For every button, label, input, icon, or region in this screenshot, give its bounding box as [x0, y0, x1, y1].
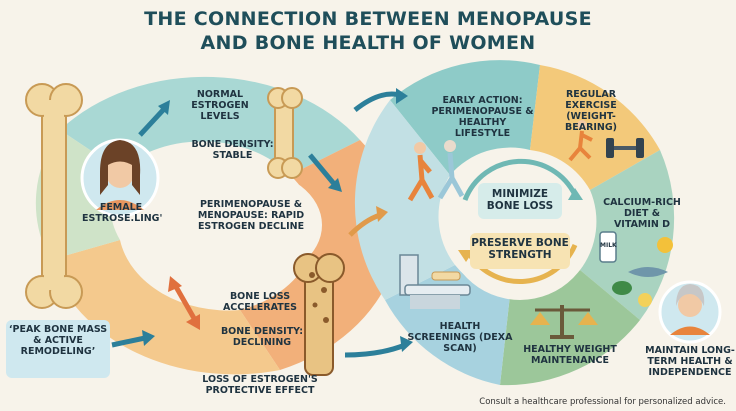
density-stable-label: BONE DENSITY: STABLE [191, 139, 274, 161]
healthy-weight-label: HEALTHY WEIGHT MAINTENANCE [523, 344, 617, 366]
walking-women-illustration [407, 140, 465, 202]
healthy-bone-illustration [25, 83, 83, 309]
minimize-label: MINIMIZE BONE LOSS [486, 188, 554, 213]
loss-protective-label: LOSS OF ESTROGEN'S PROTECTIVE EFFECT [202, 374, 318, 396]
woman-portrait [80, 138, 160, 218]
milk-label: MILK [600, 242, 617, 249]
stable-bone-illustration [267, 87, 303, 179]
runner-illustration [568, 120, 593, 162]
peak-bone-label: ‘PEAK BONE MASS & ACTIVE REMODELING’ [8, 324, 108, 357]
calcium-diet-label: CALCIUM-RICH DIET & VITAMIN D [603, 197, 681, 230]
dexa-scanner-illustration [399, 254, 471, 309]
peak-bone-box [6, 320, 110, 378]
balance-scale-icon [530, 305, 598, 339]
footer-disclaimer: Consult a healthcare professional for pe… [479, 397, 726, 407]
health-screenings-label: HEALTH SCREENINGS (DEXA SCAN) [407, 321, 513, 354]
bone-loss-label: BONE LOSS ACCELERATES [222, 291, 298, 313]
preserve-box [470, 233, 570, 269]
regular-exercise-label: REGULAR EXERCISE (WEIGHT-BEARING) [564, 89, 618, 133]
early-action-label: EARLY ACTION: PERIMENOPAUSE & HEALTHY LI… [431, 95, 534, 139]
maintain-label: MAINTAIN LONG-TERM HEALTH & INDEPENDENCE [645, 345, 735, 378]
flow-arrows [111, 88, 413, 358]
porous-bone-illustration [293, 253, 345, 376]
page-title: THE CONNECTION BETWEEN MENOPAUSE AND BON… [144, 8, 592, 54]
perimenopause-label: PERIMENOPAUSE & MENOPAUSE: RAPID ESTROGE… [197, 199, 305, 232]
older-woman-portrait [658, 280, 722, 344]
preserve-label: PRESERVE BONE STRENGTH [471, 237, 569, 262]
calcium-diet-illustration [599, 231, 673, 307]
minimize-box [478, 183, 562, 219]
normal-estrogen-label: NORMAL ESTROGEN LEVELS [191, 89, 249, 122]
female-label: FEMALE ESTROSE.LING' [82, 202, 163, 224]
density-declining-label: BONE DENSITY: DECLINING [220, 326, 304, 348]
dumbbell-icon [606, 138, 644, 158]
